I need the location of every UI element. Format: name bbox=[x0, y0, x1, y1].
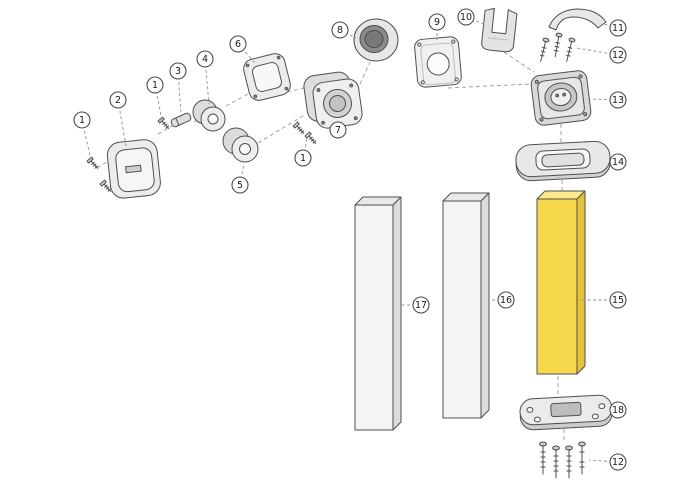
part-post-highlighted bbox=[536, 190, 586, 375]
callout-11: 11 bbox=[603, 19, 627, 37]
svg-text:18: 18 bbox=[612, 405, 624, 416]
svg-text:11: 11 bbox=[612, 23, 624, 34]
callout-4: 4 bbox=[196, 50, 214, 105]
callout-1: 1 bbox=[294, 137, 312, 167]
part-anchor-bolts bbox=[539, 441, 586, 479]
part-grommet-upper bbox=[192, 99, 226, 132]
part-cable-hook bbox=[481, 7, 518, 53]
callout-1: 1 bbox=[146, 76, 164, 121]
callout-7: 7 bbox=[329, 121, 347, 139]
part-fixing-screws bbox=[539, 32, 576, 62]
brand-mark bbox=[125, 164, 142, 174]
callout-16: 16 bbox=[490, 291, 515, 309]
part-post-left bbox=[354, 196, 402, 431]
part-base-plate bbox=[519, 394, 613, 431]
bolt-icon bbox=[539, 441, 547, 475]
svg-text:1: 1 bbox=[152, 80, 158, 91]
callout-12: 12 bbox=[588, 453, 627, 471]
screw-icon bbox=[553, 32, 563, 58]
svg-text:10: 10 bbox=[460, 12, 472, 23]
bolt-icon bbox=[552, 445, 560, 479]
part-collar bbox=[515, 140, 611, 182]
callout-6: 6 bbox=[229, 35, 256, 64]
callout-2: 2 bbox=[109, 91, 127, 147]
callout-18: 18 bbox=[609, 401, 627, 419]
callout-15: 15 bbox=[579, 291, 627, 309]
screw-icon bbox=[539, 37, 550, 62]
svg-text:7: 7 bbox=[335, 125, 341, 136]
svg-text:9: 9 bbox=[434, 17, 440, 28]
svg-text:12: 12 bbox=[612, 50, 624, 61]
callout-9: 9 bbox=[428, 13, 446, 40]
part-screws-left bbox=[86, 116, 317, 192]
callout-12: 12 bbox=[576, 46, 627, 64]
svg-text:13: 13 bbox=[612, 95, 624, 106]
svg-text:17: 17 bbox=[415, 300, 427, 311]
callout-10: 10 bbox=[457, 8, 485, 26]
svg-text:1: 1 bbox=[79, 115, 85, 126]
screw-icon bbox=[292, 121, 305, 134]
svg-text:8: 8 bbox=[337, 25, 343, 36]
part-grommet-lower bbox=[222, 127, 259, 163]
screw-icon bbox=[304, 131, 317, 144]
callout-17: 17 bbox=[402, 296, 430, 314]
svg-text:5: 5 bbox=[237, 180, 243, 191]
part-top-cover bbox=[548, 8, 607, 31]
part-post-middle bbox=[442, 192, 490, 419]
svg-text:2: 2 bbox=[115, 95, 121, 106]
part-cover-frame bbox=[243, 53, 291, 101]
svg-text:14: 14 bbox=[612, 157, 624, 168]
svg-text:1: 1 bbox=[300, 153, 306, 164]
part-clip bbox=[170, 112, 192, 128]
part-socket-housing bbox=[530, 70, 592, 126]
part-wall-housing bbox=[106, 139, 161, 199]
callout-14: 14 bbox=[609, 153, 627, 171]
callout-5: 5 bbox=[231, 162, 249, 194]
bolt-icon bbox=[565, 445, 573, 479]
svg-text:15: 15 bbox=[612, 295, 624, 306]
svg-text:12: 12 bbox=[612, 457, 624, 468]
bolt-icon bbox=[578, 441, 586, 475]
screw-icon bbox=[99, 179, 112, 192]
part-mounting-plate bbox=[414, 36, 462, 88]
part-end-cap bbox=[353, 18, 399, 62]
part-socket-carrier bbox=[303, 71, 363, 129]
svg-text:16: 16 bbox=[500, 295, 512, 306]
svg-text:6: 6 bbox=[235, 39, 241, 50]
callout-3: 3 bbox=[169, 62, 187, 115]
screw-icon bbox=[86, 156, 99, 169]
callout-8: 8 bbox=[331, 21, 357, 39]
svg-text:3: 3 bbox=[175, 66, 181, 77]
callout-13: 13 bbox=[589, 91, 627, 109]
callout-1: 1 bbox=[73, 111, 92, 161]
screw-icon bbox=[565, 37, 576, 62]
screw-icon bbox=[157, 116, 170, 129]
svg-text:4: 4 bbox=[202, 54, 208, 65]
